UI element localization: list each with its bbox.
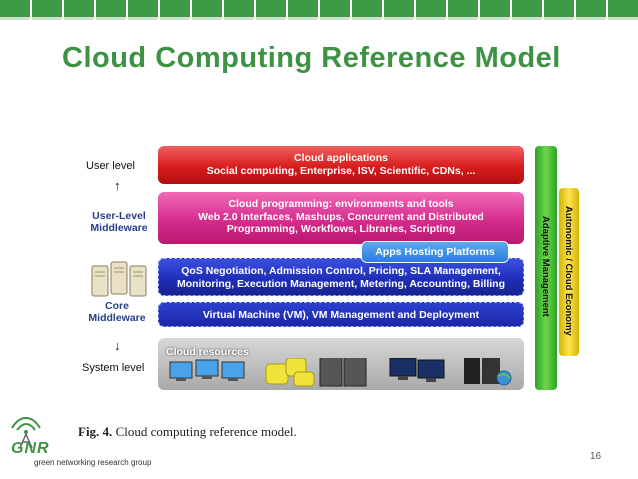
vm-layer: Virtual Machine (VM), VM Management and … [158, 302, 524, 327]
autonomic-economy-bar: Autonomic / Cloud Economy [559, 188, 579, 356]
autonomic-economy-label: Autonomic / Cloud Economy [563, 206, 574, 336]
page-number: 16 [590, 451, 602, 462]
qos-line1: QoS Negotiation, Admission Control, Pric… [181, 265, 501, 277]
up-arrow-icon: ↑ [114, 178, 121, 193]
cloud-applications-layer: Cloud applications Social computing, Ent… [158, 146, 524, 184]
cloud-applications-title: Cloud applications [294, 152, 388, 164]
storage-icon [265, 358, 315, 387]
caption-prefix: Fig. 4. [78, 424, 113, 439]
cloud-programming-line1: Web 2.0 Interfaces, Mashups, Concurrent … [198, 210, 484, 223]
adaptive-management-bar: Adaptive Management [535, 146, 557, 390]
core-middleware-layer: QoS Negotiation, Admission Control, Pric… [158, 258, 524, 296]
rack-servers-icon [319, 358, 367, 387]
cloud-programming-title: Cloud programming: environments and tool… [228, 198, 454, 210]
figure-caption: Fig. 4. Cloud computing reference model. [78, 424, 297, 440]
down-arrow-icon: ↓ [114, 338, 121, 353]
slide-title: Cloud Computing Reference Model [62, 42, 561, 74]
wifi-tower-icon [11, 416, 41, 448]
cloud-programming-layer: Cloud programming: environments and tool… [158, 192, 524, 244]
cloud-resources-label: Cloud resources [166, 346, 249, 358]
adaptive-management-label: Adaptive Management [540, 216, 551, 317]
reference-model-figure: User level ↑ User-Level Middleware Core … [80, 140, 585, 395]
qos-line2: Monitoring, Execution Management, Meteri… [176, 277, 506, 290]
vm-line: Virtual Machine (VM), VM Management and … [202, 309, 480, 321]
system-level-label: System level [82, 362, 145, 374]
cloud-programming-line2: Programming, Workflows, Libraries, Scrip… [226, 223, 456, 235]
top-decorative-band [0, 0, 638, 20]
servers-icon [91, 261, 147, 297]
desktops-icon [389, 358, 445, 382]
monitors-icon [169, 359, 245, 381]
user-level-label: User level [86, 160, 135, 172]
cloud-applications-body: Social computing, Enterprise, ISV, Scien… [206, 164, 476, 177]
caption-text: Cloud computing reference model. [112, 424, 297, 439]
user-level-middleware-label: User-Level Middleware [90, 210, 148, 234]
apps-hosting-platforms: Apps Hosting Platforms [362, 242, 508, 262]
logo-tagline: green networking research group [34, 458, 152, 467]
cloud-resources-layer: Cloud resources [158, 338, 524, 390]
logo-wordmark: GNR [11, 440, 50, 457]
servers-globe-icon [464, 358, 512, 386]
core-middleware-label: Core Middleware [88, 300, 146, 324]
hardware-icons [169, 358, 512, 387]
